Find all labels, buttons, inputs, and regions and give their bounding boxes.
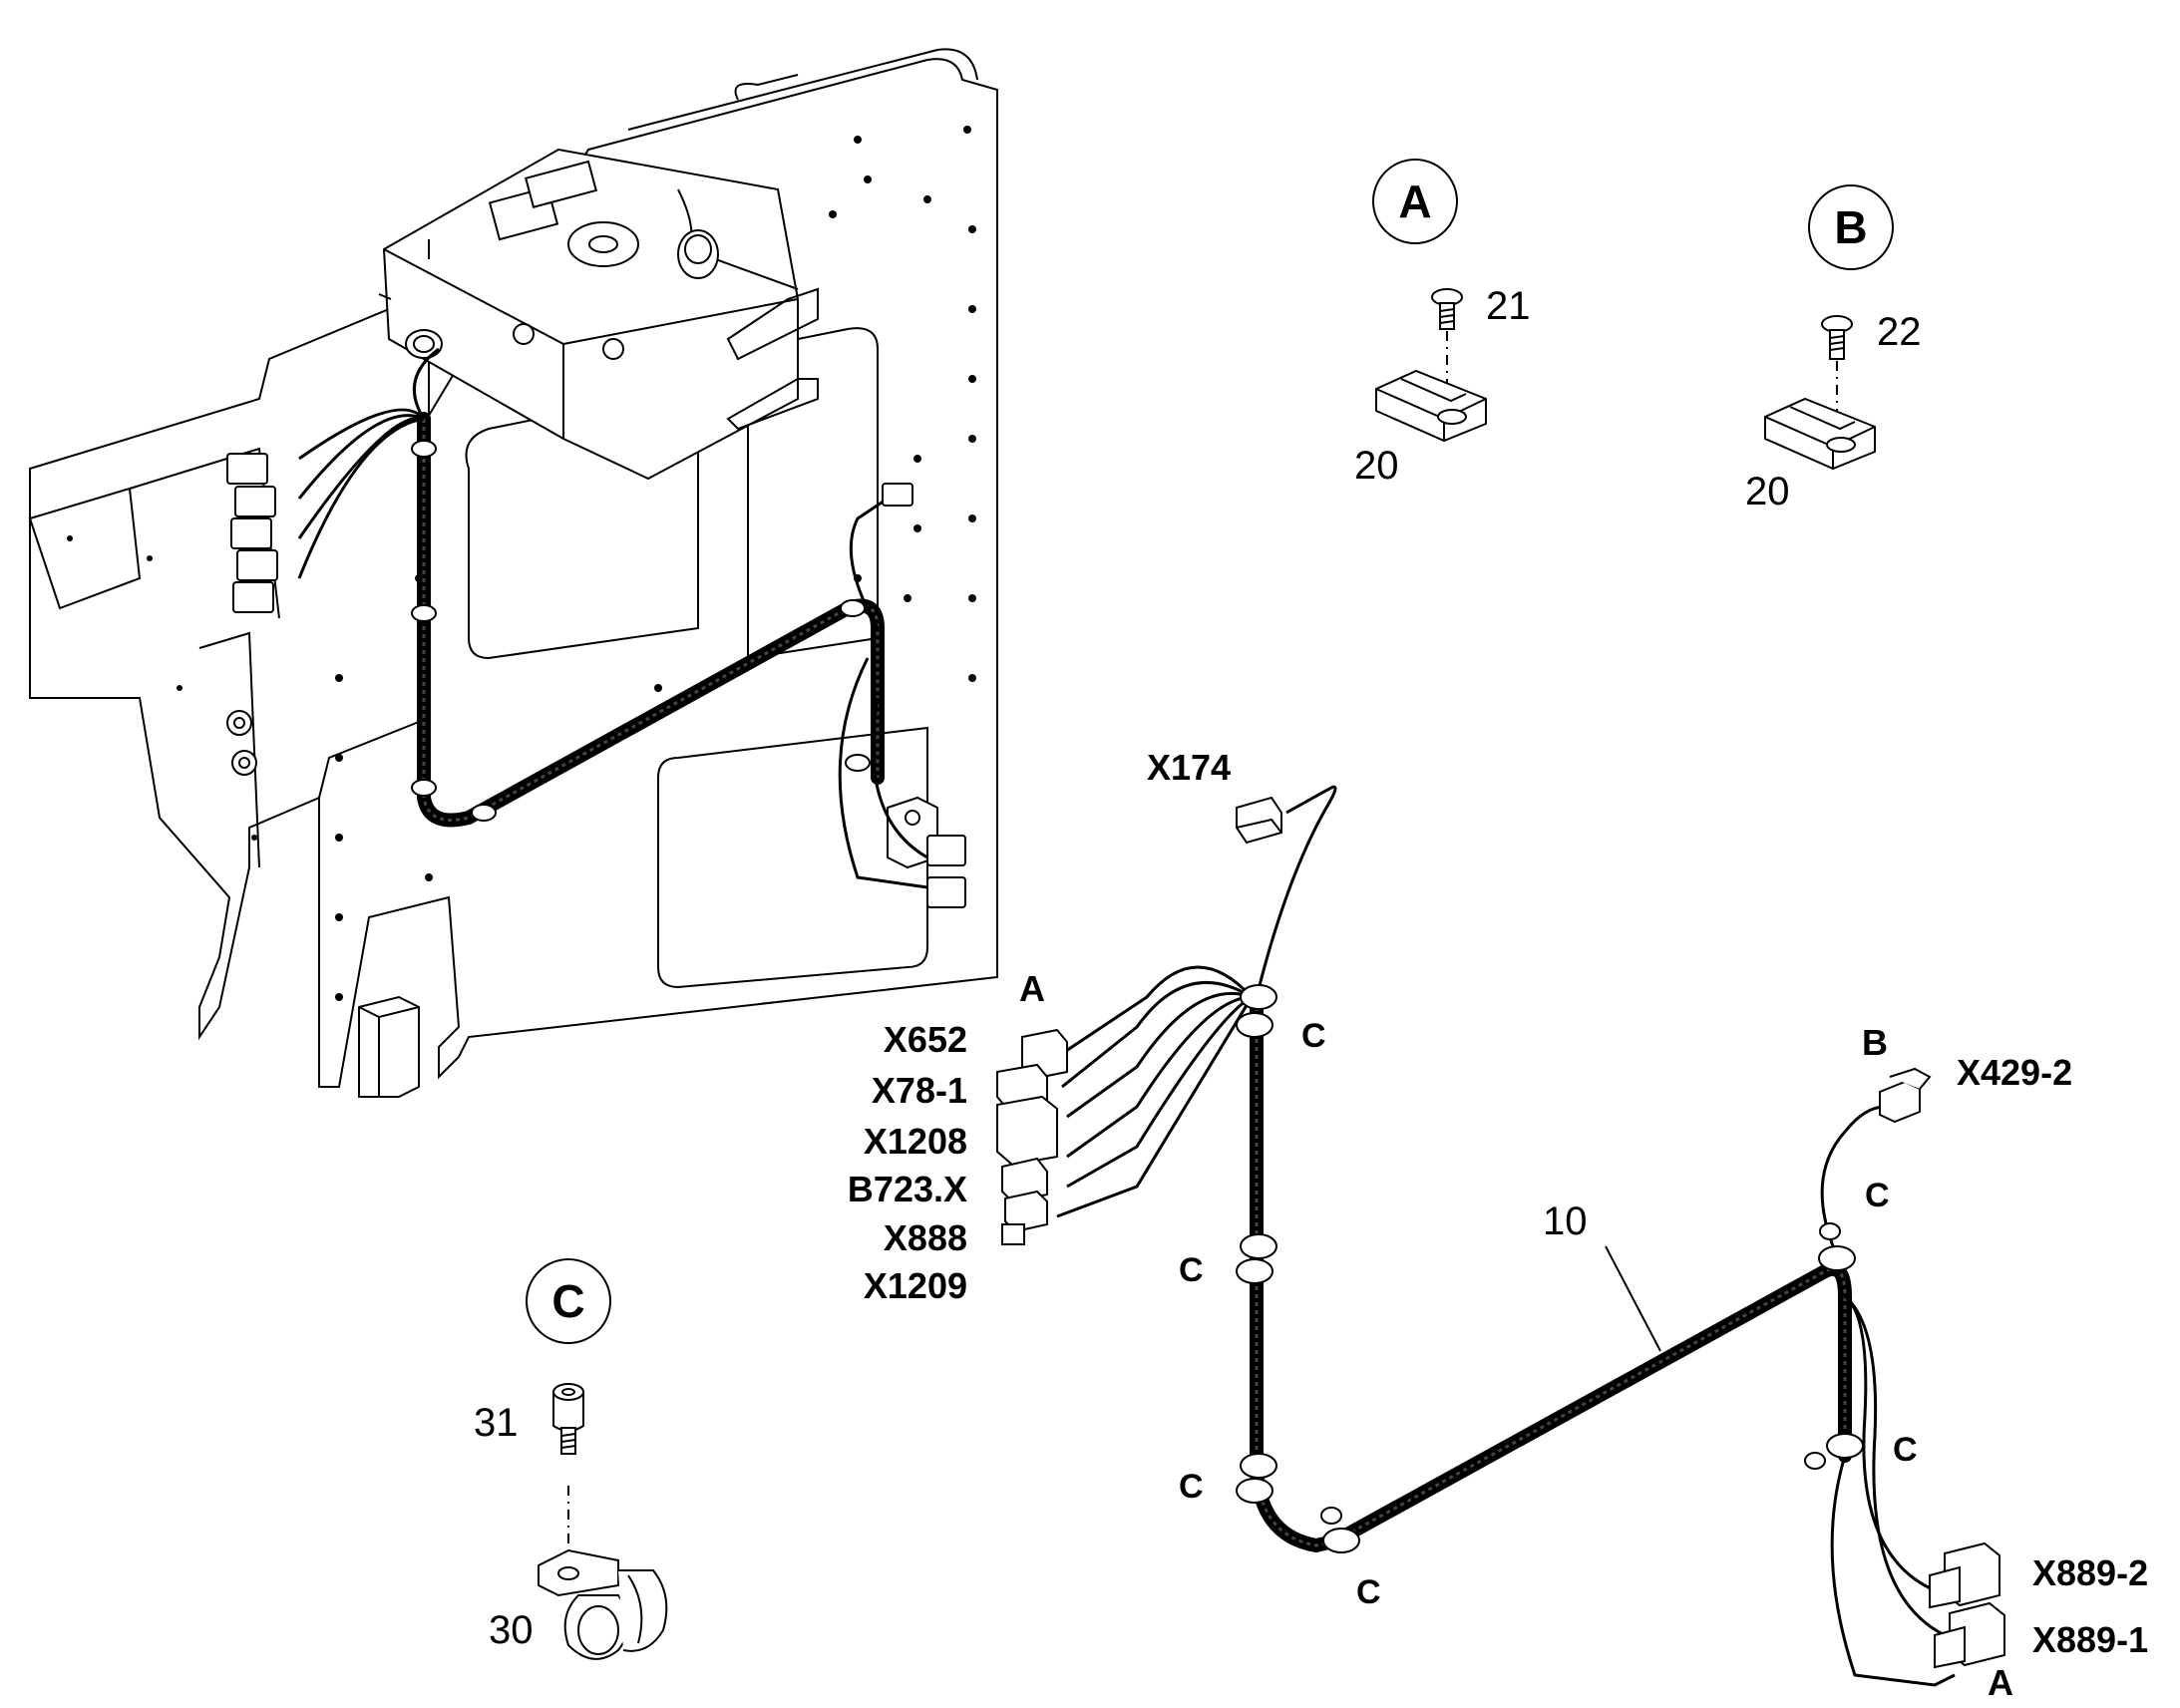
group-letter-a: A xyxy=(1019,968,1045,1009)
part-number-22: 22 xyxy=(1877,310,1922,354)
connector-label-x429-2: X429-2 xyxy=(1957,1052,2072,1093)
clamp-30-part xyxy=(538,1548,668,1660)
connector-label-x174: X174 xyxy=(1147,747,1231,788)
callout-letter-b: B xyxy=(1834,201,1867,253)
detail-b: B 22 20 xyxy=(1745,184,1922,513)
leader-line-10 xyxy=(1605,1245,1661,1352)
connector-label-x1209: X1209 xyxy=(864,1265,967,1306)
screw-22-part xyxy=(1821,315,1853,360)
callout-circle-b xyxy=(1808,184,1894,270)
connector-label-x889-2: X889-2 xyxy=(2032,1552,2148,1593)
clamp-label-c-1: C xyxy=(1301,1017,1326,1055)
part-number-21: 21 xyxy=(1486,284,1531,328)
clamp-label-c-6: C xyxy=(1893,1431,1918,1469)
part-number-30: 30 xyxy=(489,1608,534,1652)
clamp-label-c-4: C xyxy=(1356,1573,1381,1611)
machine-frame-drawing xyxy=(28,48,998,1098)
detail-a: A 21 20 xyxy=(1354,159,1531,488)
screw-21-part xyxy=(1431,288,1463,330)
clamp-label-c-3: C xyxy=(1179,1468,1204,1506)
connector-label-x1208: X1208 xyxy=(864,1121,967,1162)
clamp-label-c-5: C xyxy=(1865,1177,1890,1214)
connector-label-x889-1: X889-1 xyxy=(2032,1619,2148,1660)
group-letter-b: B xyxy=(1862,1022,1888,1063)
detail-c: C 31 30 xyxy=(474,1258,668,1660)
clip-20a-part xyxy=(1375,369,1487,443)
part-number-10: 10 xyxy=(1543,1199,1588,1243)
callout-letter-a: A xyxy=(1398,175,1431,227)
callout-circle-a xyxy=(1372,159,1458,244)
callout-circle-c xyxy=(526,1258,611,1344)
callout-letter-c: C xyxy=(551,1275,584,1327)
connector-label-b723x: B723.X xyxy=(848,1169,967,1209)
connector-label-x888: X888 xyxy=(884,1217,967,1258)
end-letter-a: A xyxy=(1988,1662,2013,1703)
connector-label-x78-1: X78-1 xyxy=(872,1070,967,1111)
part-number-20-b: 20 xyxy=(1745,470,1790,513)
clamp-label-c-2: C xyxy=(1179,1251,1204,1289)
harness-10-drawing: X174 A X652 X78-1 X1208 B723.X X888 X120… xyxy=(848,747,2148,1703)
screw-31-part xyxy=(552,1383,584,1455)
connector-label-x652: X652 xyxy=(884,1019,967,1060)
clip-20b-part xyxy=(1764,397,1876,471)
part-number-20-a: 20 xyxy=(1354,444,1399,488)
part-number-31: 31 xyxy=(474,1401,519,1445)
